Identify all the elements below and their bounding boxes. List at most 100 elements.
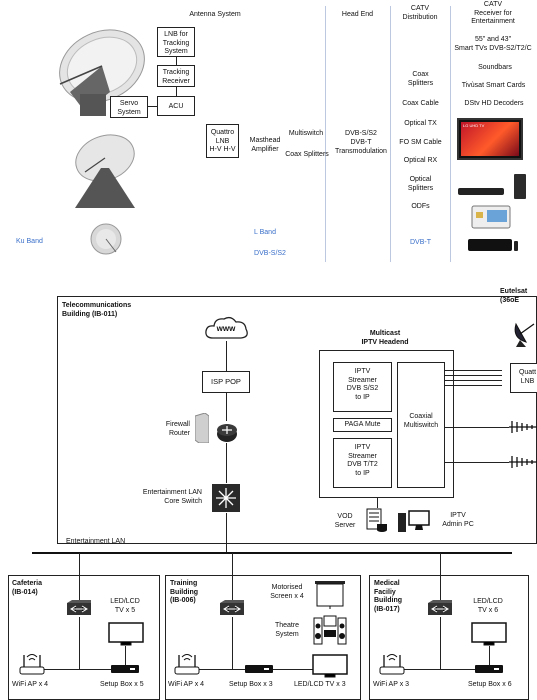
smart-cards-label: Tivùsat Smart Cards <box>461 82 526 89</box>
coax-splitters-label: Coax Splitters <box>285 151 329 158</box>
multicast-headend-label: Multicast IPTV Headend <box>361 330 409 346</box>
tv-brand-text: LG UHD TV <box>463 123 485 128</box>
feed-line <box>445 462 509 463</box>
quattro-lnb-headend-box: Quatt LNB <box>510 363 537 393</box>
core-switch-label: Entertainment LAN Core Switch <box>142 489 202 505</box>
optical-splitters-label: Optical Splitters <box>407 176 434 192</box>
telecom-building-label: Telecommunications Building (IB-011) <box>62 302 132 318</box>
theatre-system-icon <box>313 615 347 645</box>
projector-screen-icon <box>315 581 345 609</box>
connector <box>232 617 233 669</box>
connector <box>148 106 157 107</box>
connector <box>176 57 177 65</box>
fo-sm-cable-label: FO SM Cable <box>399 139 442 146</box>
transmodulation-label: Transmodulation <box>335 148 387 155</box>
tv-screen <box>461 122 519 156</box>
connector <box>38 669 121 670</box>
training-wifi-label: WiFi AP x 4 <box>168 681 205 688</box>
catv-receiver-heading: CATV Receiver for Entertainment <box>471 1 515 25</box>
paga-mute-box: PAGA Mute <box>333 418 392 432</box>
feed-line <box>445 427 509 428</box>
cafeteria-tv-icon <box>108 622 144 646</box>
iptv-streamer-t-box: IPTV Streamer DVB T/T2 to IP <box>333 438 392 488</box>
masthead-amplifier-label: Masthead Amplifier <box>249 137 281 153</box>
training-tv-icon <box>312 654 348 678</box>
dvb-t-band-label: DVB-T <box>410 239 431 246</box>
tracking-receiver-box: Tracking Receiver <box>157 65 195 87</box>
smart-tvs-label: 55" and 43" Smart TVs DVB-S2/T2/C <box>454 36 532 52</box>
connector <box>125 646 126 666</box>
satellite-dish-large-icon <box>59 29 145 116</box>
feed-line <box>445 385 502 386</box>
l-band-label: L Band <box>254 229 276 236</box>
connector <box>226 443 227 483</box>
column-divider <box>325 6 326 262</box>
soundbar-icon <box>458 174 526 199</box>
cafeteria-setup-box-icon <box>111 665 139 673</box>
coax-splitters-dist: Coax Splitters <box>407 71 434 87</box>
connector <box>176 87 177 96</box>
dstv-decoders-label: DStv HD Decoders <box>464 100 524 107</box>
cafeteria-label: Cafeteria (IB-014) <box>12 580 42 596</box>
cafeteria-stb-label: Setup Box x 5 <box>100 681 144 688</box>
quattro-lnb-box: Quattro LNB H-V H-V <box>206 124 239 158</box>
column-divider <box>390 6 391 262</box>
telecom-building-frame <box>57 296 537 544</box>
connector <box>440 617 441 669</box>
satellite-dish-small-icon <box>90 223 122 255</box>
medical-stb-label: Setup Box x 6 <box>468 681 512 688</box>
coaxial-multiswitch-box <box>397 362 445 488</box>
firewall-icon <box>195 413 209 443</box>
acu-box: ACU <box>157 96 195 116</box>
connector <box>398 669 485 670</box>
connector <box>232 553 233 601</box>
cafeteria-switch-icon <box>67 600 91 615</box>
satellite-dish-medium-icon <box>75 134 135 208</box>
optical-rx-label: Optical RX <box>403 157 438 164</box>
multiswitch-label: Multiswitch <box>288 130 324 137</box>
ku-band-label: Ku Band <box>16 238 43 245</box>
core-switch-icon <box>212 484 240 512</box>
medical-tv-label: LED/LCD TV x 6 <box>473 598 503 614</box>
motorised-screen-label: Motorised Screen x 4 <box>270 584 304 600</box>
decoder-icon <box>468 239 518 251</box>
connector <box>489 646 490 666</box>
column-divider <box>450 6 451 262</box>
antenna-system-heading: Antenna System <box>189 11 241 18</box>
terrestrial-antenna-icon <box>509 421 537 433</box>
connector <box>226 393 227 421</box>
training-tv-label: LED/LCD TV x 3 <box>294 681 346 688</box>
training-wifi-icon <box>174 654 200 675</box>
coax-cable-label: Coax Cable <box>402 100 439 107</box>
medical-label: Medical Faciliy Building (IB-017) <box>374 580 402 613</box>
catv-distribution-heading: CATV Distribution <box>402 5 438 21</box>
dvb-s-s2-band-label: DVB-S/S2 <box>254 250 286 257</box>
lan-backbone <box>32 552 512 554</box>
connector <box>440 553 441 601</box>
isp-pop-box: ISP POP <box>202 371 250 393</box>
internet-cloud-icon <box>205 316 248 339</box>
iptv-streamer-s-box: IPTV Streamer DVB S/S2 to IP <box>333 362 392 412</box>
smart-card-icon <box>471 205 511 229</box>
coaxial-multiswitch-label: Coaxial Multiswitch <box>403 413 439 429</box>
medical-switch-icon <box>428 600 452 615</box>
feed-line <box>445 375 502 376</box>
training-label: Training Building (IB-006) <box>170 580 198 604</box>
cafeteria-wifi-icon <box>19 654 45 675</box>
optical-tx-label: Optical TX <box>404 120 437 127</box>
router-icon <box>217 424 237 442</box>
entertainment-lan-label: Entertainment LAN <box>66 538 126 545</box>
admin-pc-icon <box>398 510 430 532</box>
cafeteria-wifi-label: WiFi AP x 4 <box>12 681 49 688</box>
firewall-router-label: Firewall Router <box>165 421 190 437</box>
smart-tv-image: LG UHD TV <box>457 118 523 160</box>
training-setup-box-icon <box>245 665 273 673</box>
training-switch-icon <box>220 600 244 615</box>
connector <box>377 498 378 508</box>
medical-wifi-icon <box>379 654 405 675</box>
cafeteria-tv-label: LED/LCD TV x 5 <box>110 598 140 614</box>
feed-line <box>445 370 502 371</box>
satellite-dish-headend-icon <box>514 322 535 347</box>
odfs-label: ODFs <box>411 203 430 210</box>
connector <box>226 341 227 371</box>
